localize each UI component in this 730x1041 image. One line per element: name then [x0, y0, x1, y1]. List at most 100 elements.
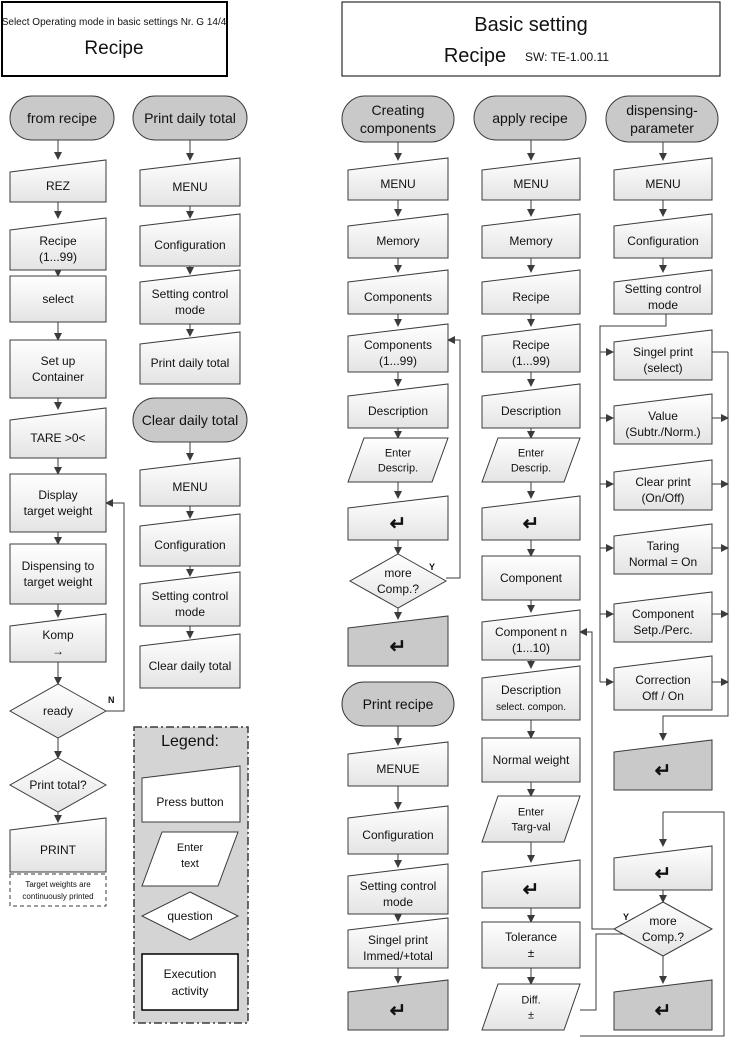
node-d3: Description — [347, 383, 449, 429]
node-shape — [481, 665, 581, 721]
node-label: (1...99) — [39, 250, 77, 264]
node-label: Recipe — [39, 234, 77, 248]
node-mm3: Memory — [347, 213, 449, 259]
node-label: ↵ — [523, 513, 540, 535]
node-shape — [481, 383, 581, 429]
node-label: ↵ — [390, 636, 407, 658]
node-label: more — [649, 914, 677, 928]
node-shape — [481, 921, 581, 969]
node-label: REZ — [46, 179, 70, 193]
header-right-title: Basic setting — [474, 14, 587, 36]
node-o1: Singel print(select) — [613, 329, 713, 381]
node-shape — [9, 407, 107, 459]
node-shape — [9, 543, 107, 605]
legend-execution: Execution activity — [141, 953, 239, 1011]
loop-label-no: N — [108, 695, 115, 705]
node-label: MENU — [172, 480, 207, 494]
node-shape — [612, 901, 714, 957]
connector-lines — [54, 140, 729, 1037]
node-label: (Subtr./Norm.) — [625, 425, 700, 439]
header-left-subtitle: Select Operating mode in basic settings … — [2, 17, 227, 28]
node-shape — [139, 457, 241, 507]
node-shape — [605, 95, 719, 143]
node-r5b: ↵ — [481, 859, 581, 909]
node-shape — [9, 339, 107, 399]
node-label: Targ-val — [511, 821, 550, 833]
node-shape — [341, 681, 455, 727]
node-label: Container — [32, 370, 84, 384]
node-label: TARE >0< — [30, 431, 85, 445]
node-label: Enter — [518, 447, 545, 459]
node-shape — [613, 979, 713, 1031]
node-label: mode — [175, 303, 205, 317]
node-label: more — [384, 566, 412, 580]
node-r6c: ↵ — [613, 979, 713, 1031]
node-shape — [347, 383, 449, 429]
node-c1: Configuration — [139, 213, 241, 267]
node-label: from recipe — [27, 110, 97, 126]
node-shape — [139, 269, 241, 325]
node-prc: Print recipe — [341, 681, 455, 727]
node-mm5: Memory — [481, 213, 581, 259]
node-label: select. compon. — [496, 702, 566, 713]
node-label: Tolerance — [505, 930, 557, 944]
legend-press-button: Press button — [141, 765, 241, 823]
node-shape — [613, 523, 713, 575]
node-label: ± — [528, 946, 535, 960]
node-label: ↵ — [655, 863, 672, 885]
node-rdy: ready — [8, 683, 108, 739]
node-label: Setting control — [625, 282, 702, 296]
node-label: ↵ — [523, 879, 540, 901]
node-shape — [139, 213, 241, 267]
node-cn5: Component n(1...10) — [481, 609, 581, 661]
node-shape — [347, 979, 449, 1031]
node-label: ready — [43, 704, 73, 718]
node-label: Print daily total — [144, 110, 236, 126]
node-shape — [139, 157, 241, 207]
node-label: Print daily total — [151, 356, 230, 370]
node-shape — [9, 275, 107, 323]
node-label: Value — [648, 409, 678, 423]
node-label: Component — [632, 607, 695, 621]
node-label: Normal weight — [493, 753, 570, 767]
node-label: Description — [501, 683, 561, 697]
node-shape — [8, 757, 108, 813]
node-label: (select) — [643, 361, 682, 375]
node-label: MENU — [380, 177, 415, 191]
node-shape — [481, 495, 581, 541]
legend-title: Legend: — [161, 733, 219, 750]
node-label: Configuration — [362, 828, 433, 842]
node-label: Correction — [635, 673, 690, 687]
node-label: Recipe — [512, 290, 550, 304]
node-prn: PRINT — [9, 817, 107, 873]
node-shape — [8, 683, 108, 739]
node-nw5: Normal weight — [481, 737, 581, 783]
node-label: Description — [501, 404, 561, 418]
node-shape — [481, 795, 581, 843]
node-shape — [481, 437, 581, 483]
node-label: Taring — [647, 539, 680, 553]
node-shape — [613, 393, 713, 445]
node-shape — [481, 609, 581, 661]
node-shape — [347, 495, 449, 541]
node-label: Setp./Perc. — [633, 623, 692, 637]
node-ar: apply recipe — [473, 95, 587, 141]
node-label: Component — [500, 571, 563, 585]
node-shape — [473, 95, 587, 141]
node-shape — [347, 805, 449, 855]
node-label: MENU — [645, 177, 680, 191]
node-fr: from recipe — [9, 95, 115, 141]
node-label: Configuration — [154, 538, 225, 552]
node-shape — [613, 329, 713, 381]
node-pt: Print total? — [8, 757, 108, 813]
node-shape — [613, 845, 713, 891]
node-shape — [347, 323, 449, 373]
